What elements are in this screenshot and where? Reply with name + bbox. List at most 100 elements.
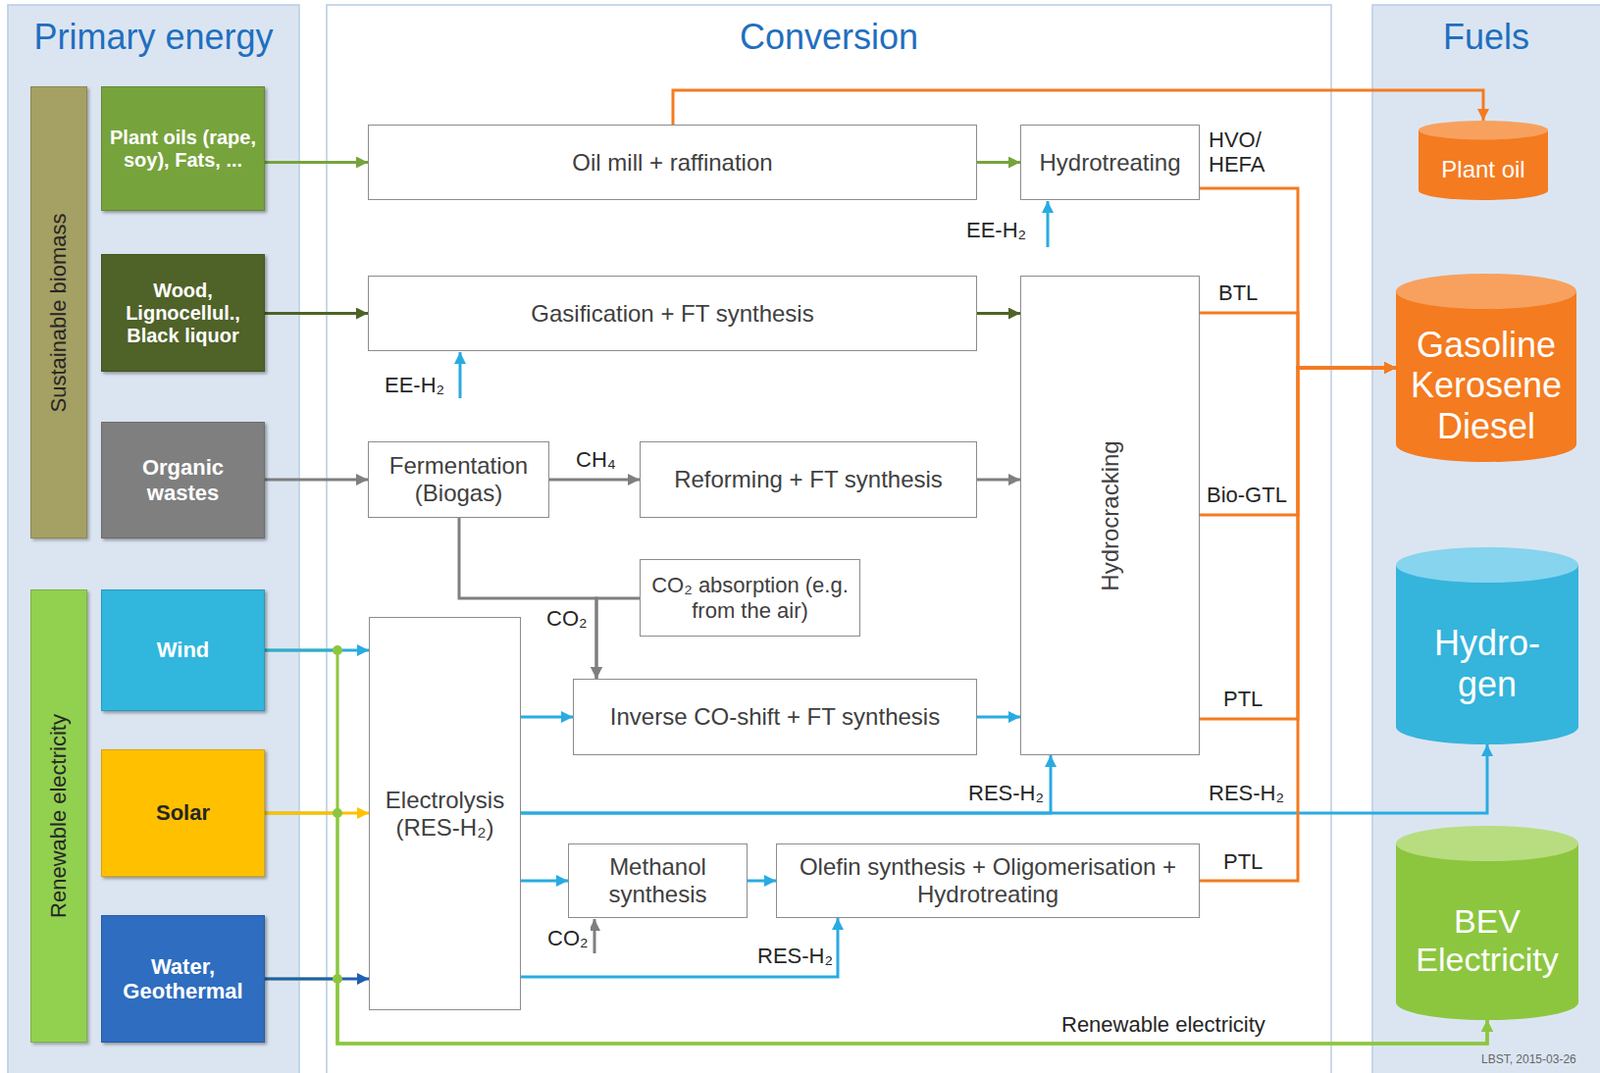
column-panel: FuelsPlant oilGasoline Kerosene DieselHy… bbox=[1372, 4, 1600, 1073]
process-box: Inverse CO-shift + FT synthesis bbox=[572, 678, 978, 756]
flow-arrow bbox=[747, 879, 776, 883]
process-box: Oil mill + raffination bbox=[367, 124, 978, 201]
edge-label: BTL bbox=[1216, 280, 1260, 306]
tank-body bbox=[1395, 843, 1579, 1021]
flow-arrow bbox=[977, 478, 1021, 482]
process-box: Reforming + FT synthesis bbox=[639, 441, 978, 518]
node-text: Plant oil bbox=[1441, 155, 1525, 184]
flow-arrow bbox=[1199, 188, 1396, 368]
flow-arrow bbox=[264, 160, 368, 164]
node-text: Sustainable biomass bbox=[46, 212, 71, 413]
tank-body bbox=[1395, 291, 1577, 463]
flow-arrow bbox=[264, 311, 368, 315]
flow-arrow bbox=[520, 918, 838, 978]
process-box: CO₂ absorption (e.g. from the air) bbox=[639, 559, 861, 637]
hydrogen-feed bbox=[1046, 201, 1050, 248]
edge-label: RES-H₂ bbox=[755, 943, 835, 969]
flow-arrow bbox=[520, 755, 1051, 814]
tank-top bbox=[1395, 825, 1579, 862]
junction-dot bbox=[332, 808, 343, 819]
edge-label: RES-H₂ bbox=[1206, 780, 1287, 806]
flow-arrow bbox=[264, 978, 369, 981]
co2-feed bbox=[593, 919, 597, 954]
tank-top bbox=[1395, 547, 1579, 583]
tank-top bbox=[1395, 273, 1577, 310]
fuel-tank: BEV Electricity bbox=[1395, 825, 1579, 1021]
edge-label: RES-H₂ bbox=[966, 780, 1046, 806]
process-box: Olefin synthesis + Oligomerisation + Hyd… bbox=[775, 843, 1200, 919]
panel-ground bbox=[7, 4, 300, 1073]
source-box: Solar bbox=[101, 749, 265, 878]
group-band: Renewable electricity bbox=[30, 589, 88, 1043]
flow-arrow bbox=[549, 478, 640, 482]
flow-arrow bbox=[672, 90, 1484, 125]
node-text: Plant oils (rape, soy), Fats, ... bbox=[106, 126, 259, 172]
node-text: Wind bbox=[156, 637, 210, 663]
flow-label: EE-H₂ bbox=[382, 372, 447, 398]
flow-arrow bbox=[520, 716, 573, 720]
node-text: Olefin synthesis + Oligomerisation + Hyd… bbox=[782, 853, 1193, 908]
flow-arrow bbox=[520, 879, 568, 883]
edge-label: CH₄ bbox=[573, 447, 619, 472]
column-title: Fuels bbox=[1443, 16, 1530, 57]
source-box: Water, Geothermal bbox=[101, 915, 265, 1043]
flow-arrow bbox=[977, 716, 1021, 720]
node-text: Hydrotreating bbox=[1038, 149, 1181, 177]
fuel-tank: Hydro- gen bbox=[1395, 547, 1579, 745]
process-box: Methanol synthesis bbox=[567, 843, 748, 919]
node-text: Reforming + FT synthesis bbox=[673, 465, 943, 494]
node-text: Solar bbox=[155, 800, 210, 826]
flow-label: EE-H₂ bbox=[964, 217, 1029, 243]
flow-arrow bbox=[1199, 312, 1396, 368]
source-box: Wind bbox=[101, 589, 265, 712]
node-text: Water, Geothermal bbox=[106, 954, 259, 1005]
column-panel: ConversionOil mill + raffination Hydrotre… bbox=[326, 4, 1332, 1073]
process-box: Gasification + FT synthesis bbox=[367, 275, 978, 352]
fuel-tank: Plant oil bbox=[1418, 120, 1549, 201]
column-title: Primary energy bbox=[33, 16, 273, 57]
source-box: Wood, Lignocellul., Black liquor bbox=[101, 254, 265, 372]
source-box: Organic wastes bbox=[101, 421, 265, 539]
process-box: Hydrocracking bbox=[1020, 275, 1200, 756]
node-text: Inverse CO-shift + FT synthesis bbox=[610, 703, 940, 731]
junction-dot bbox=[332, 645, 343, 656]
column-title: Conversion bbox=[739, 16, 919, 57]
node-text: CO₂ absorption (e.g. from the air) bbox=[646, 572, 854, 623]
junction-dot bbox=[332, 974, 343, 984]
edge-label: Renewable electricity bbox=[1059, 1012, 1268, 1037]
fuel-tank: Gasoline Kerosene Diesel bbox=[1395, 273, 1577, 463]
panel-ground bbox=[1372, 4, 1600, 1073]
edge-label: PTL bbox=[1221, 686, 1265, 712]
edge-label: HVO/ HEFA bbox=[1206, 127, 1280, 178]
edge-label: PTL bbox=[1221, 849, 1265, 875]
node-text: Electrolysis (RES-H₂) bbox=[375, 786, 515, 841]
node-text: Methanol synthesis bbox=[574, 853, 741, 908]
tank-body bbox=[1395, 565, 1579, 745]
tank-top bbox=[1418, 120, 1549, 140]
edge-label: CO₂ bbox=[544, 606, 590, 631]
flow-arrow bbox=[264, 812, 369, 816]
node-text: Gasoline Kerosene Diesel bbox=[1402, 324, 1570, 447]
flow-arrow bbox=[264, 478, 368, 482]
hydrogen-feed bbox=[459, 352, 463, 399]
node-text: Hydrocracking bbox=[1096, 440, 1125, 591]
node-text: Hydro- gen bbox=[1423, 622, 1551, 705]
process-box: Electrolysis (RES-H₂) bbox=[368, 617, 521, 1011]
node-text: Wood, Lignocellul., Black liquor bbox=[106, 279, 259, 348]
column-panel: Primary energySustainable biomass Plant o… bbox=[7, 4, 300, 1073]
process-box: Hydrotreating bbox=[1020, 124, 1200, 201]
group-band: Sustainable biomass bbox=[30, 86, 88, 539]
node-text: Oil mill + raffination bbox=[571, 149, 773, 177]
node-text: Gasification + FT synthesis bbox=[530, 300, 814, 328]
tank-body bbox=[1418, 130, 1549, 201]
node-text: BEV Electricity bbox=[1398, 902, 1576, 980]
flow-arrow bbox=[596, 598, 640, 679]
node-text: Fermentation (Biogas) bbox=[374, 452, 543, 507]
panel-ground bbox=[326, 4, 1332, 1073]
source-box: Plant oils (rape, soy), Fats, ... bbox=[101, 86, 265, 211]
node-text: Organic wastes bbox=[106, 455, 259, 506]
watermark: LBST, 2015-03-26 bbox=[1479, 1053, 1579, 1068]
flow-arrow bbox=[977, 311, 1021, 315]
flow-arrow bbox=[1199, 367, 1396, 881]
